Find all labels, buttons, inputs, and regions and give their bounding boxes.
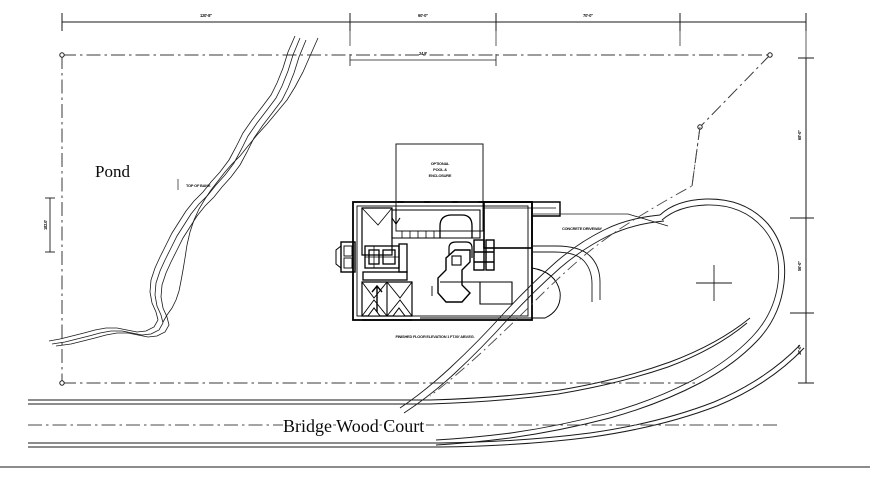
concrete-driveway-label: CONCRETE DRIVEWAY xyxy=(562,226,603,231)
top-dim-1-label: 120'-8" xyxy=(200,13,212,18)
driveway-centerline xyxy=(429,126,701,397)
pond-label: Pond xyxy=(95,162,130,181)
concrete-driveway-leader xyxy=(532,213,669,227)
center-crosshair xyxy=(696,265,732,301)
driveway-connector xyxy=(532,245,601,302)
right-dim-1-label: 68'-0" xyxy=(797,130,802,140)
property-corner-node xyxy=(59,52,773,386)
street-name-label: Bridge Wood Court xyxy=(283,416,424,436)
offset-dimension xyxy=(349,54,497,66)
property-boundary-diagonal xyxy=(699,54,771,128)
street-edges xyxy=(0,317,870,468)
floor-elevation-note: FINISHED FLOOR ELEVATION 1 FT.00' ABV.EG… xyxy=(396,334,475,339)
pool-note-line1: OPTIONAL xyxy=(431,161,450,166)
right-dimension-chain xyxy=(790,57,814,384)
pool-note-line3: ENCLOSURE xyxy=(429,173,452,178)
right-dim-2-label: 56'-0" xyxy=(797,261,802,271)
pond-shoreline xyxy=(48,35,319,347)
property-boundary xyxy=(61,54,770,384)
top-dimension-chain xyxy=(61,13,807,58)
top-of-bank-label: TOP OF BANK xyxy=(186,183,211,188)
left-dimension xyxy=(45,197,55,253)
house-floor-plan xyxy=(335,201,561,321)
pool-note-line2: POOL & xyxy=(433,167,447,172)
offset-dim-label: 24.9' xyxy=(419,51,427,56)
cul-de-sac-edges xyxy=(399,198,786,446)
right-dim-3-label: 32'-0" xyxy=(797,345,802,355)
left-dim-1-label: 182.0' xyxy=(43,220,48,230)
top-dim-2-label: 60'-0" xyxy=(418,13,428,18)
top-dim-3-label: 70'-0" xyxy=(583,13,593,18)
